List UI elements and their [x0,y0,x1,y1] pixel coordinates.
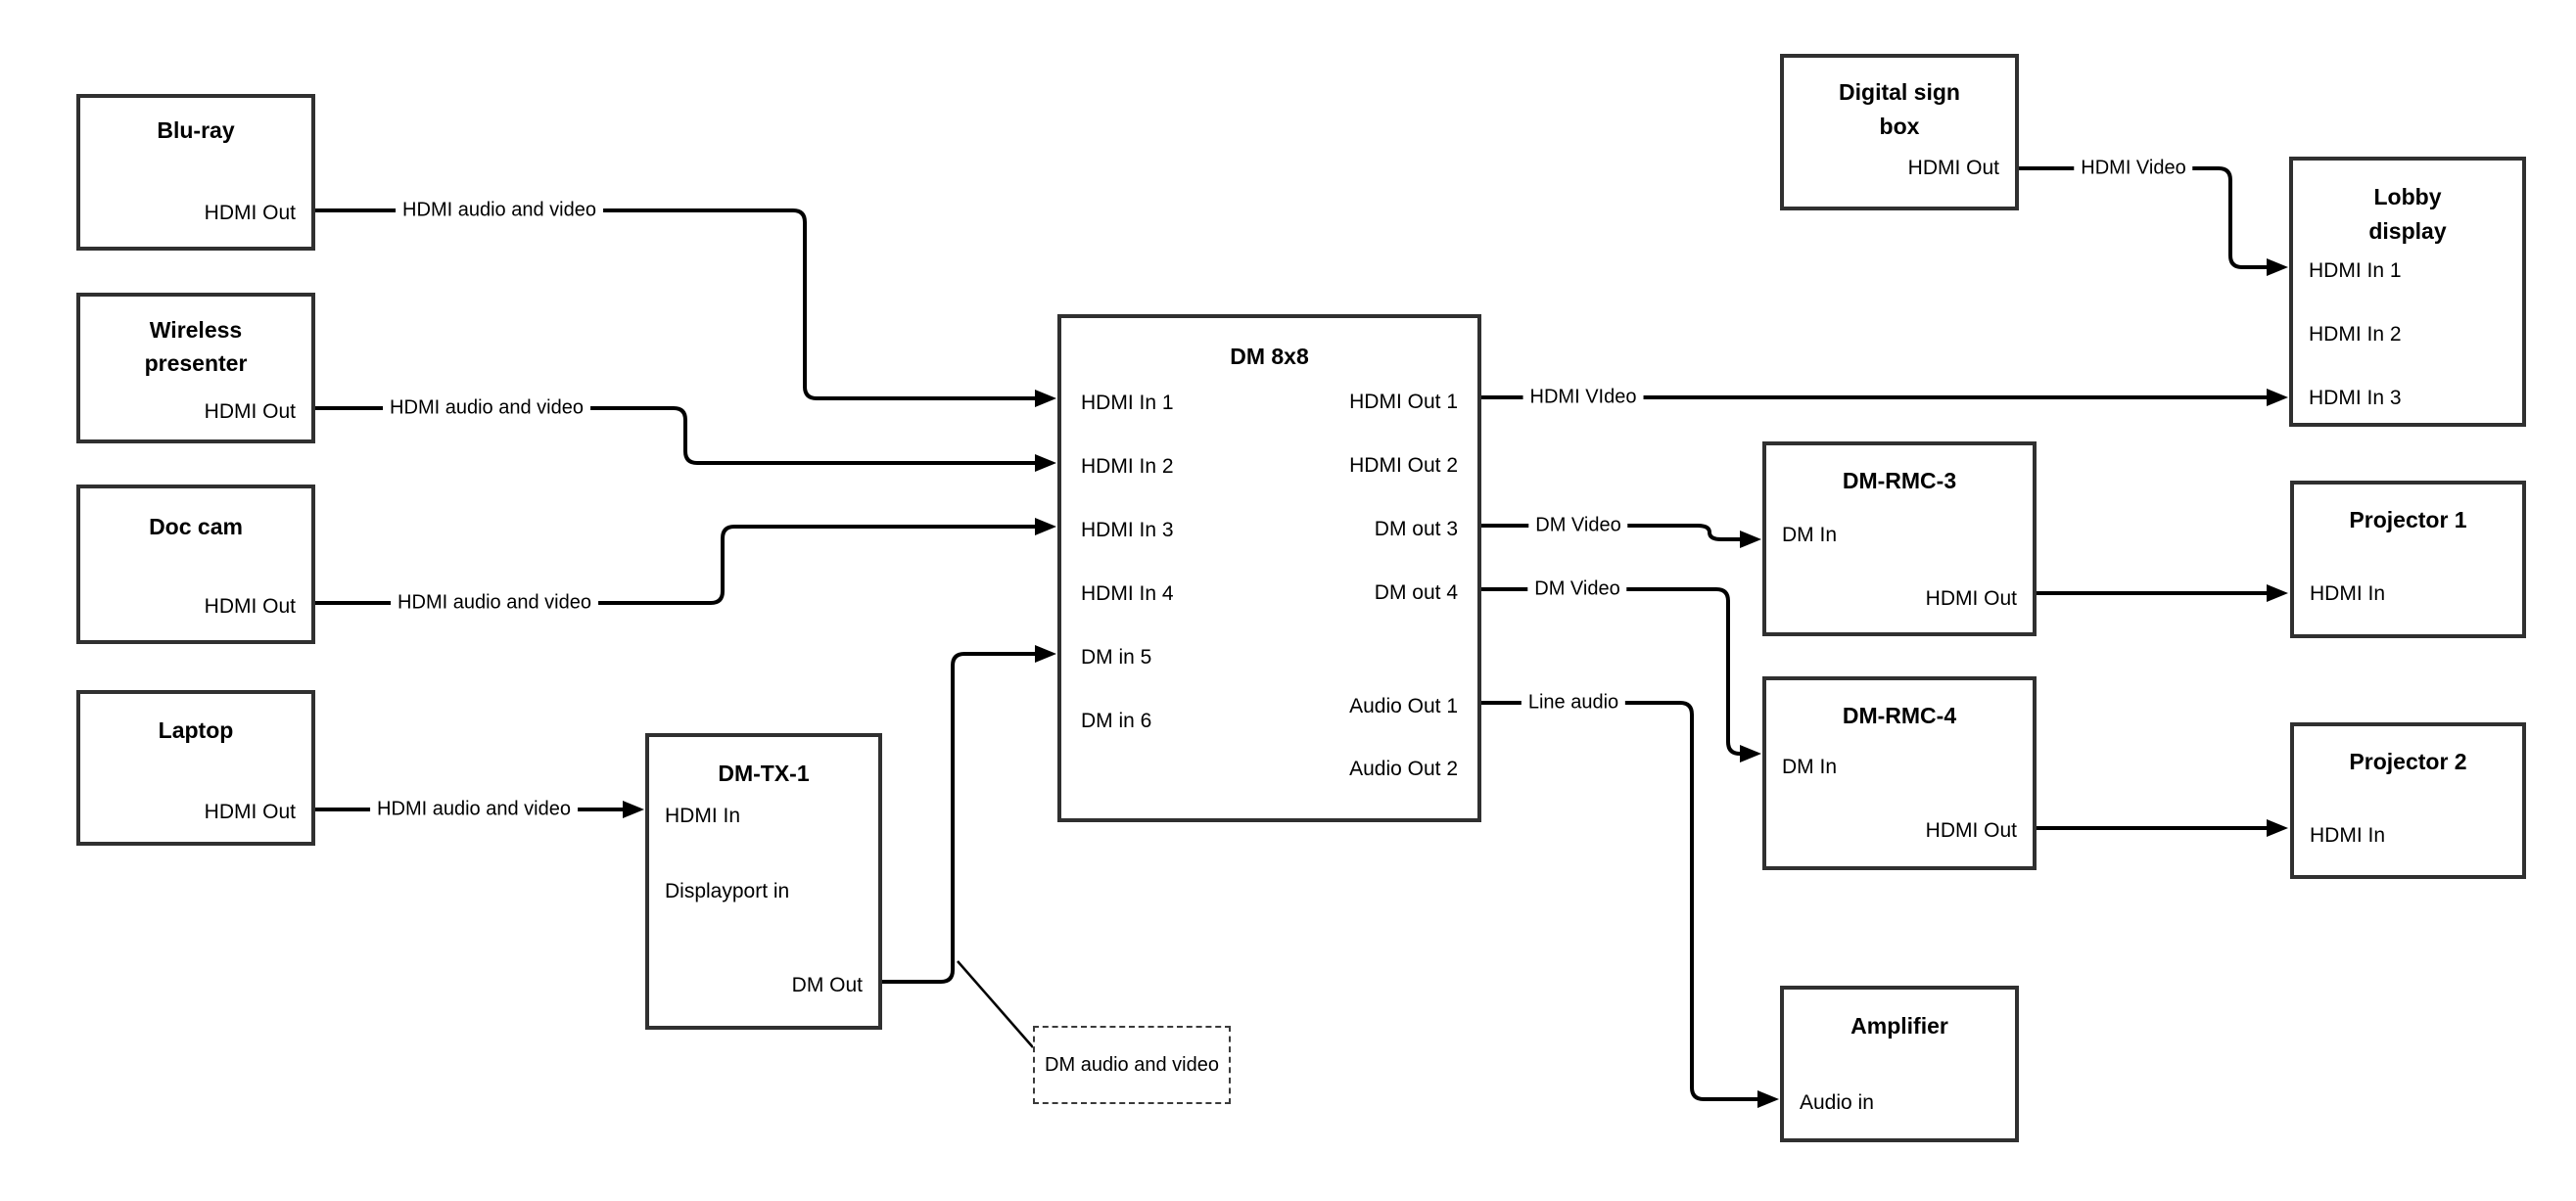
dm8x8-port-dm-in-5: DM in 5 [1081,646,1152,669]
dm8x8-port-hdmi-out-1: HDMI Out 1 [1349,391,1458,413]
dm8x8-port-audio-out-2: Audio Out 2 [1349,758,1458,780]
node-amplifier-title: Amplifier [1850,1013,1948,1039]
dm8x8-port-hdmi-out-2: HDMI Out 2 [1349,454,1458,477]
dm8x8-port-hdmi-in-3: HDMI In 3 [1081,519,1174,541]
node-dm8x8-title: DM 8x8 [1230,344,1309,369]
arrowhead-projector2-hdmi-in [2267,819,2288,837]
dm8x8-port-hdmi-in-1: HDMI In 1 [1081,392,1174,414]
dmrmc4-port-dm-in: DM In [1782,756,1838,778]
arrowhead-lobby-hdmi-in-3 [2267,389,2288,406]
connector-wireless-to-dm8x8-hdmi-in-2 [315,406,1036,465]
dm8x8-port-audio-out-1: Audio Out 1 [1349,695,1458,717]
lobby-port-hdmi-in-3: HDMI In 3 [2309,387,2402,409]
arrowhead-dm8x8-hdmi-in-3 [1035,518,1056,535]
node-laptop-title: Laptop [158,717,234,743]
edge-label-laptop-hdmi-av: HDMI audio and video [370,797,578,822]
node-amplifier: Amplifier Audio in [1780,986,2019,1142]
dmrmc3-port-dm-in: DM In [1782,524,1838,546]
arrowhead-dmtx1-hdmi-in [623,801,644,818]
dmrmc3-port-hdmi-out: HDMI Out [1925,587,2017,610]
edge-label-hdmi-video-sign: HDMI Video [2074,156,2193,181]
dmtx1-port-dm-out: DM Out [791,974,863,996]
dmtx1-port-hdmi-in: HDMI In [665,805,741,827]
node-bluray-title: Blu-ray [157,117,235,143]
laptop-port-hdmi-out: HDMI Out [204,801,296,823]
arrowhead-dm8x8-hdmi-in-2 [1035,454,1056,472]
arrowheads [623,258,2288,1108]
connector-dm8x8-dmout4-to-dmrmc4-dm-in [1481,587,1741,756]
note-dm-audio-and-video: DM audio and video [1033,1026,1231,1104]
node-wireless-presenter: Wireless presenter HDMI Out [76,293,315,443]
node-dm-tx-1: DM-TX-1 HDMI In Displayport in DM Out [645,733,882,1030]
node-dm-rmc-4: DM-RMC-4 DM In HDMI Out [1762,676,2037,870]
node-dmrmc3-title: DM-RMC-3 [1842,468,1957,493]
arrowhead-projector1-hdmi-in [2267,584,2288,602]
amplifier-port-audio-in: Audio in [1800,1091,1874,1114]
connector-dm8x8-dmout3-to-dmrmc3-dm-in [1481,524,1741,541]
dmtx1-port-displayport-in: Displayport in [665,880,790,902]
node-dm-8x8: DM 8x8 HDMI In 1 HDMI In 2 HDMI In 3 HDM… [1057,314,1481,822]
node-dm-rmc-3: DM-RMC-3 DM In HDMI Out [1762,441,2037,636]
wireless-port-hdmi-out: HDMI Out [204,400,296,423]
node-bluray: Blu-ray HDMI Out [76,94,315,251]
edge-label-doccam-hdmi-av: HDMI audio and video [391,590,598,616]
dmrmc4-port-hdmi-out: HDMI Out [1925,819,2017,842]
node-digitalsign-title: Digital sign box [1839,79,1960,139]
node-projector-1: Projector 1 HDMI In [2290,481,2526,638]
node-projector-2: Projector 2 HDMI In [2290,722,2526,879]
arrowhead-lobby-hdmi-in-1 [2267,258,2288,276]
node-laptop: Laptop HDMI Out [76,690,315,846]
lobby-port-hdmi-in-2: HDMI In 2 [2309,323,2402,346]
arrowhead-amplifier-audio-in [1757,1090,1779,1108]
edge-label-dm-video-out3: DM Video [1528,513,1628,538]
dm8x8-port-dm-out-4: DM out 4 [1374,581,1458,604]
connector-doccam-to-dm8x8-hdmi-in-3 [315,525,1036,605]
lobby-port-hdmi-in-1: HDMI In 1 [2309,259,2402,282]
arrowhead-dmrmc3-dm-in [1740,531,1761,548]
dm8x8-port-dm-in-6: DM in 6 [1081,710,1152,732]
arrowhead-dmrmc4-dm-in [1740,745,1761,762]
edge-label-wireless-hdmi-av: HDMI audio and video [383,395,590,421]
node-doc-cam: Doc cam HDMI Out [76,485,315,644]
connector-dm8x8-audioout1-to-amplifier [1481,701,1758,1101]
edge-label-line-audio: Line audio [1521,690,1626,716]
dm8x8-port-dm-out-3: DM out 3 [1374,518,1458,540]
arrowhead-dm8x8-dm-in-5 [1035,645,1056,663]
edge-label-bluray-hdmi-av: HDMI audio and video [396,198,603,223]
node-proj1-title: Projector 1 [2349,507,2467,532]
arrowhead-dm8x8-hdmi-in-1 [1035,390,1056,407]
node-dmtx1-title: DM-TX-1 [718,761,810,786]
proj2-port-hdmi-in: HDMI In [2310,824,2386,847]
node-dmrmc4-title: DM-RMC-4 [1842,703,1957,728]
node-wireless-title: Wireless presenter [144,317,248,376]
edge-label-hdmi-video-out1: HDMI VIdeo [1522,385,1644,410]
dm8x8-port-hdmi-in-2: HDMI In 2 [1081,455,1174,478]
node-digital-sign-box: Digital sign box HDMI Out [1780,54,2019,210]
node-proj2-title: Projector 2 [2349,749,2467,774]
note-callout-line [957,960,1034,1048]
dm8x8-port-hdmi-in-4: HDMI In 4 [1081,582,1174,605]
connector-digitalsign-to-lobby-hdmi-in-1 [2019,166,2268,269]
node-doccam-title: Doc cam [149,514,243,539]
edge-label-dm-video-out4: DM Video [1527,577,1627,602]
connector-dmtx1-dmout-to-dm8x8-dm-in-5 [882,652,1036,984]
doccam-port-hdmi-out: HDMI Out [204,595,296,618]
digitalsign-port-hdmi-out: HDMI Out [1907,157,1999,179]
connector-bluray-to-dm8x8-hdmi-in-1 [315,208,1036,400]
node-lobby-title: Lobby display [2368,184,2447,244]
node-lobby-display: Lobby display HDMI In 1 HDMI In 2 HDMI I… [2289,157,2526,427]
bluray-port-hdmi-out: HDMI Out [204,202,296,224]
proj1-port-hdmi-in: HDMI In [2310,582,2386,605]
